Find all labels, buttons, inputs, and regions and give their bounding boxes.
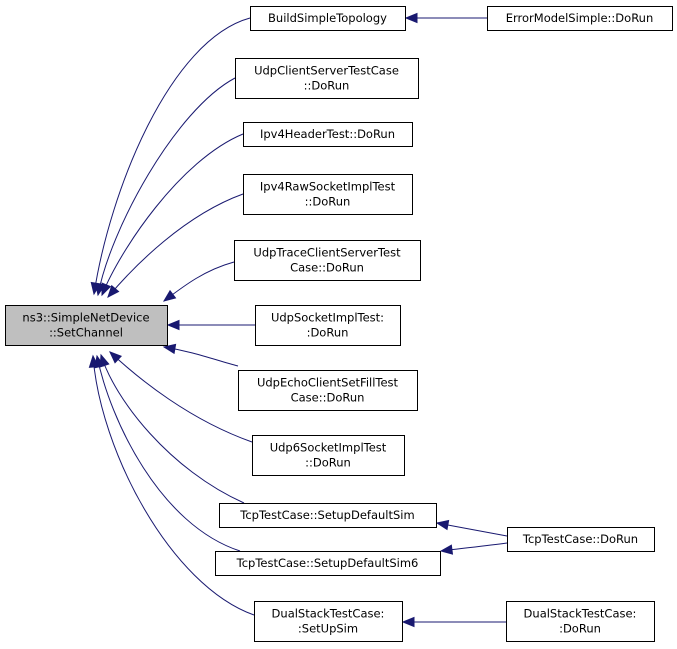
node-box[interactable] — [243, 122, 413, 147]
node-box[interactable] — [254, 601, 403, 642]
node-label-line: UdpTraceClientServerTest — [253, 246, 401, 260]
edge-dsss-to-root — [92, 355, 255, 616]
node-bst[interactable]: BuildSimpleTopology — [250, 6, 406, 31]
node-label-line: TcpTestCase::DoRun — [522, 532, 638, 546]
node-box[interactable] — [507, 527, 655, 552]
node-ems[interactable]: ErrorModelSimple::DoRun — [487, 6, 673, 31]
edge-ipv4h-to-root — [101, 133, 244, 296]
edge-utcs-to-root — [163, 261, 235, 302]
node-label-line: Case::DoRun — [291, 391, 365, 405]
node-label-line: UdpClientServerTestCase — [254, 64, 399, 78]
arrowhead-utcs-to-root — [162, 289, 177, 302]
node-label-line: :DoRun — [307, 326, 349, 340]
node-label-line: ::DoRun — [305, 195, 351, 209]
arrowhead-tdr-to-tsds — [435, 519, 450, 531]
node-tsds6[interactable]: TcpTestCase::SetupDefaultSim6 — [215, 551, 441, 576]
arrowhead-dsss-to-root — [88, 354, 100, 368]
node-box[interactable] — [506, 601, 655, 642]
root-node[interactable]: ns3::SimpleNetDevice::SetChannel — [5, 305, 168, 346]
nodes-layer: ns3::SimpleNetDevice::SetChannel BuildSim… — [5, 6, 673, 642]
node-box[interactable] — [252, 435, 405, 476]
node-label-line: DualStackTestCase: — [272, 607, 385, 621]
node-label-line: UdpEchoClientSetFillTest — [257, 376, 399, 390]
edge-tsds-to-root — [100, 354, 245, 504]
node-ucs[interactable]: UdpClientServerTestCase::DoRun — [235, 58, 419, 99]
node-label-line: UdpSocketImplTest: — [271, 311, 384, 325]
arrowhead-ipv4r-to-root — [107, 284, 120, 299]
node-box[interactable] — [219, 503, 437, 528]
node-box[interactable] — [234, 240, 421, 281]
node-label-line: ::SetChannel — [49, 326, 123, 340]
arrowhead-usi-to-root — [166, 319, 180, 331]
arrowhead-tdr-to-tsds6 — [439, 544, 454, 555]
node-label-line: ns3::SimpleNetDevice — [22, 311, 149, 325]
node-label-line: :SetUpSim — [298, 622, 358, 636]
node-label-line: :DoRun — [559, 622, 601, 636]
arrowhead-u6si-to-root — [109, 351, 123, 364]
node-label-line: Ipv4RawSocketImplTest — [260, 180, 396, 194]
node-label-line: Udp6SocketImplTest — [270, 441, 387, 455]
node-label-line: Ipv4HeaderTest::DoRun — [260, 127, 395, 141]
arrowhead-ems-to-bst — [404, 12, 418, 24]
node-box[interactable] — [235, 58, 419, 99]
node-ipv4h[interactable]: Ipv4HeaderTest::DoRun — [243, 122, 413, 147]
node-box[interactable] — [255, 305, 401, 346]
node-u6si[interactable]: Udp6SocketImplTest::DoRun — [252, 435, 405, 476]
arrowhead-ipv4h-to-root — [101, 282, 112, 297]
root-node-box[interactable] — [5, 305, 168, 346]
node-box[interactable] — [238, 370, 418, 411]
node-label-line: TcpTestCase::SetupDefaultSim — [239, 508, 414, 522]
edge-ucs-to-root — [97, 77, 236, 296]
node-label-line: BuildSimpleTopology — [268, 11, 387, 25]
edges-layer — [88, 12, 508, 628]
node-box[interactable] — [215, 551, 441, 576]
edge-u6si-to-root — [109, 351, 253, 443]
node-ipv4r[interactable]: Ipv4RawSocketImplTest::DoRun — [243, 174, 413, 215]
edge-ipv4r-to-root — [107, 193, 244, 298]
arrowhead-uecs-to-root — [162, 343, 177, 355]
node-box[interactable] — [487, 6, 673, 31]
node-label-line: ErrorModelSimple::DoRun — [506, 11, 654, 25]
arrowhead-dsdr-to-dsss — [401, 616, 415, 628]
node-label-line: ::DoRun — [305, 456, 351, 470]
node-dsss[interactable]: DualStackTestCase::SetUpSim — [254, 601, 403, 642]
node-label-line: TcpTestCase::SetupDefaultSim6 — [236, 556, 419, 570]
edge-bst-to-root — [93, 17, 251, 295]
edge-tsds6-to-root — [96, 355, 241, 552]
node-tsds[interactable]: TcpTestCase::SetupDefaultSim — [219, 503, 437, 528]
node-usi[interactable]: UdpSocketImplTest::DoRun — [255, 305, 401, 346]
node-box[interactable] — [250, 6, 406, 31]
node-dsdr[interactable]: DualStackTestCase::DoRun — [506, 601, 655, 642]
node-label-line: ::DoRun — [304, 79, 350, 93]
node-label-line: DualStackTestCase: — [524, 607, 637, 621]
node-label-line: Case::DoRun — [290, 261, 364, 275]
node-tdr[interactable]: TcpTestCase::DoRun — [507, 527, 655, 552]
node-box[interactable] — [243, 174, 413, 215]
